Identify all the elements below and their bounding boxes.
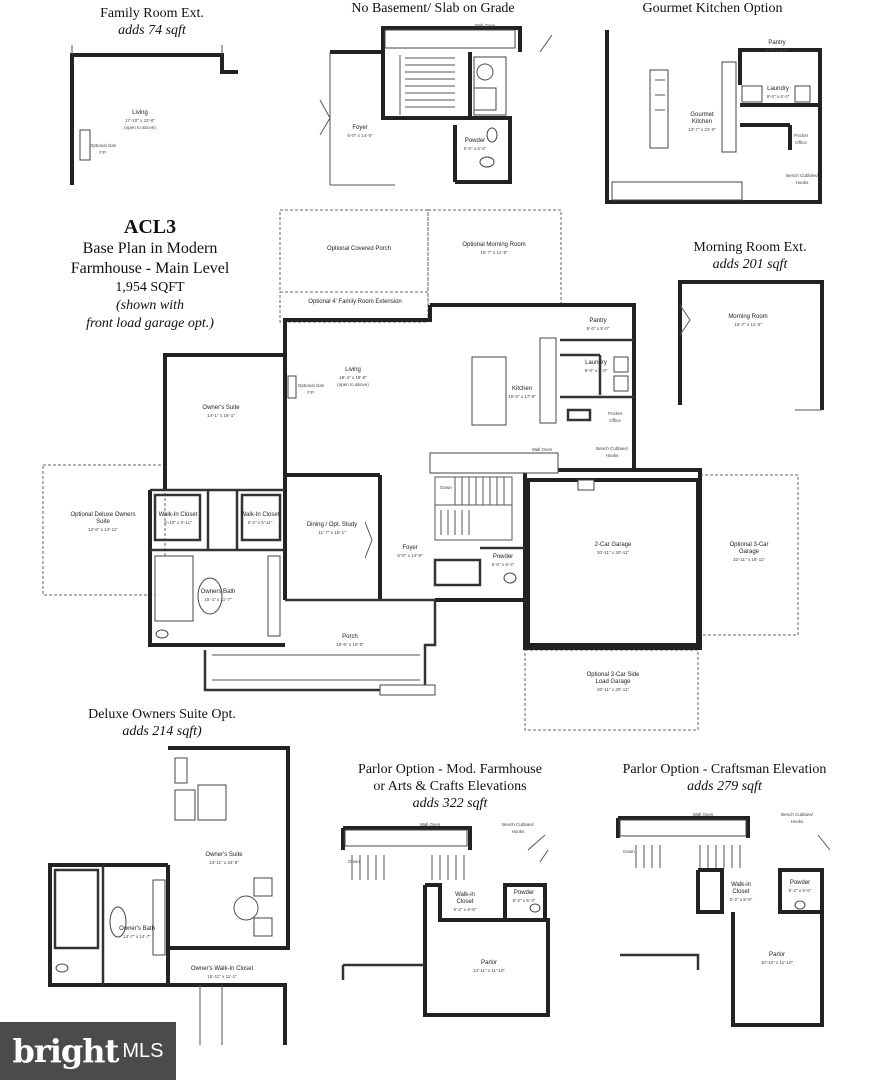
room-label: Bench Cubbies/ Hooks xyxy=(502,822,534,834)
mls-watermark: bright MLS xyxy=(0,1022,176,1080)
plan-line-5: front load garage opt.) xyxy=(86,316,214,331)
plan-code: ACL3 xyxy=(123,216,177,238)
room-label: Optional Covered Porch xyxy=(326,246,392,252)
gourmet-kitchen-plan xyxy=(605,30,822,204)
room-label: Optional Gas F.P. xyxy=(89,143,117,155)
room-label: Optional 4' Family Room Extension xyxy=(308,299,402,305)
morning-room-ext-plan xyxy=(678,280,824,411)
plan-line-1: Base Plan in Modern xyxy=(82,240,218,257)
parlor-craftsman-plan xyxy=(616,816,831,1027)
watermark-suffix: MLS xyxy=(122,1039,164,1062)
plan-line-4: (shown with xyxy=(115,298,185,313)
room-label: Optional Gas F.P. xyxy=(297,383,325,395)
room-label: Down xyxy=(348,859,360,864)
parlor-mod-title: Parlor Option - Mod. Farmhouse or Arts &… xyxy=(358,762,542,811)
deluxe-owners-suite-plan xyxy=(48,746,290,1045)
room-label: Down xyxy=(440,485,452,490)
watermark-brand: bright xyxy=(12,1032,120,1070)
room-label: Wall Oven xyxy=(419,822,441,827)
plan-line-2: Farmhouse - Main Level xyxy=(70,260,230,277)
room-label: Bench Cubbies/ Hooks xyxy=(596,446,628,458)
deluxe-owners-title: Deluxe Owners Suite Opt. adds 214 sqft) xyxy=(88,707,236,739)
gourmet-kitchen-title: Gourmet Kitchen Option xyxy=(642,1,783,16)
room-label: Down xyxy=(623,849,635,854)
room-label: Bench Cubbies/ Hooks xyxy=(781,812,813,824)
room-label: Wall Oven xyxy=(474,23,496,28)
plan-sqft: 1,954 SQFT xyxy=(115,280,185,295)
room-label: Pocket Office xyxy=(608,411,622,423)
morning-room-title: Morning Room Ext. adds 201 sqft xyxy=(693,240,807,272)
room-label: Pocket Office xyxy=(794,133,808,145)
family-room-title: Family Room Ext. adds 74 sqft xyxy=(100,6,204,38)
parlor-craftsman-title: Parlor Option - Craftsman Elevation adds… xyxy=(622,762,827,794)
parlor-mod-farmhouse-plan xyxy=(341,826,550,1017)
plan-title-block: ACL3 Base Plan in Modern Farmhouse - Mai… xyxy=(40,215,260,333)
room-label: Bench Cubbies/ Hooks xyxy=(786,173,818,185)
main-level-plan xyxy=(42,209,799,731)
room-label: Wall Oven xyxy=(692,812,714,817)
family-room-ext-plan xyxy=(70,45,238,185)
no-basement-title: No Basement/ Slab on Grade xyxy=(351,1,515,16)
no-basement-plan xyxy=(319,26,553,186)
room-label: Wall Oven xyxy=(531,447,553,452)
